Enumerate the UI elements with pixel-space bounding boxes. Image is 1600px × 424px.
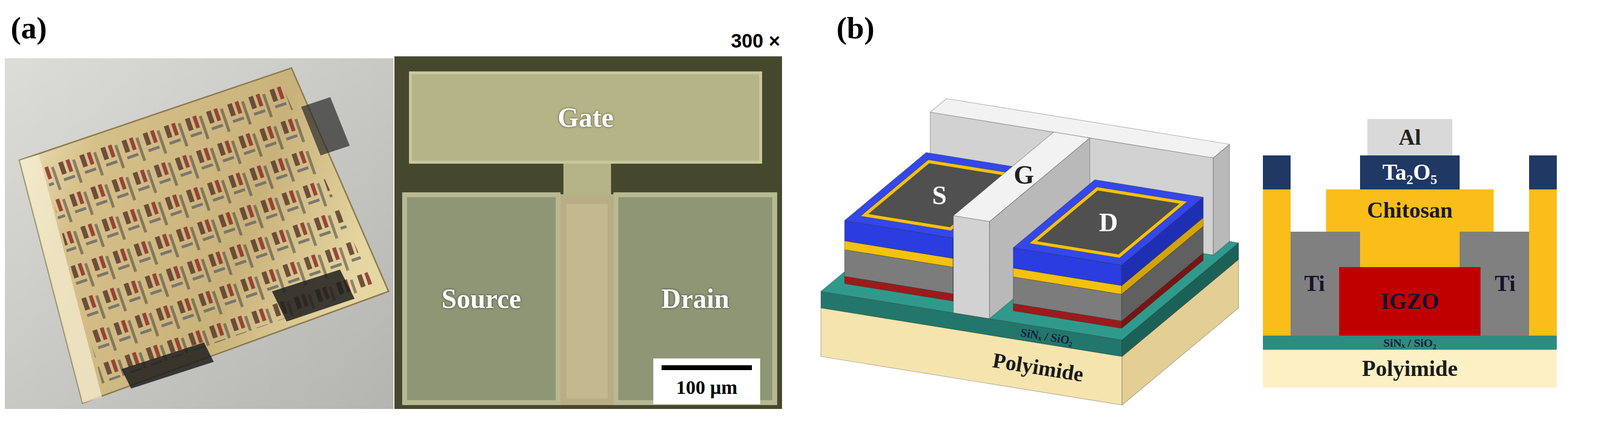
- panel-label: (b): [836, 10, 875, 46]
- layer-name: Ti: [1304, 272, 1326, 295]
- passivation-cap: [1262, 155, 1291, 190]
- flexible-sample-photo: [4, 58, 394, 409]
- drain-stack-inner-wall: [1029, 187, 1188, 258]
- scale-bar-label: 100 μm: [676, 376, 738, 399]
- buffer-layer: SiNₓ / SiO₂: [1262, 335, 1557, 350]
- layer-name: Polyimide: [1361, 357, 1458, 380]
- micrograph: [394, 56, 783, 409]
- device-array: [43, 85, 375, 384]
- panel-label-holder: (b): [836, 12, 875, 44]
- polyimide-film: [19, 68, 389, 404]
- cross-section-decor: [1262, 155, 1557, 336]
- layer-name: Ti: [1494, 272, 1516, 295]
- magnification-label-holder: 300 ×: [731, 31, 781, 51]
- panel-label: (a): [10, 10, 48, 46]
- panel-label-holder: (a): [10, 12, 48, 44]
- gate-neck: [563, 160, 612, 200]
- contact-pad: [301, 97, 350, 156]
- drain-stack-contact: [1037, 190, 1180, 255]
- channel-region: [566, 204, 608, 399]
- scale-bar-label-holder: 100 μm: [676, 377, 738, 398]
- passivation-cap: [1529, 155, 1557, 190]
- chitosan-column: [1529, 189, 1557, 336]
- drain-label-holder: D: [1099, 209, 1119, 236]
- gate-crossbar-side: [1213, 144, 1230, 256]
- photo-background: [4, 58, 394, 409]
- layer-name: Al: [1398, 126, 1422, 149]
- electrode-layer: Al: [1367, 119, 1453, 156]
- drain-label: D: [1099, 207, 1119, 238]
- film-curl-highlight: [19, 154, 103, 404]
- contact-pad: [121, 342, 214, 389]
- source-label: S: [932, 180, 947, 210]
- drain-pad: Drain: [613, 192, 778, 406]
- gate-label-holder: G: [1013, 161, 1035, 188]
- channel-region: [560, 194, 614, 406]
- device-3d-schematic: [820, 98, 1239, 406]
- layer-name: Chitosan: [1366, 199, 1453, 222]
- layer-name: SiNₓ / SiO₂: [1383, 337, 1437, 349]
- substrate-layer: Polyimide: [1262, 349, 1557, 388]
- gate-pad: Gate: [408, 71, 763, 164]
- channel-layer: IGZO: [1339, 267, 1481, 336]
- layer-name: Ta₂O₅: [1382, 161, 1438, 184]
- source-label-holder: S: [932, 182, 947, 209]
- gate-stem-front: [953, 215, 990, 319]
- gate-label: G: [1013, 160, 1035, 190]
- contact-pad: [272, 269, 355, 322]
- magnification-label: 300 ×: [731, 30, 781, 52]
- layer-name: Gate: [557, 103, 614, 132]
- layer-name: Drain: [661, 285, 730, 313]
- layer-name: IGZO: [1380, 290, 1439, 313]
- dielectric-layer: Ta₂O₅: [1360, 155, 1460, 190]
- micrograph-background: [394, 56, 783, 409]
- drain-stack-ta2o5-top: [1013, 179, 1204, 266]
- chitosan-column: [1262, 189, 1291, 336]
- layer-name: Source: [441, 285, 522, 313]
- source-pad: Source: [402, 192, 561, 406]
